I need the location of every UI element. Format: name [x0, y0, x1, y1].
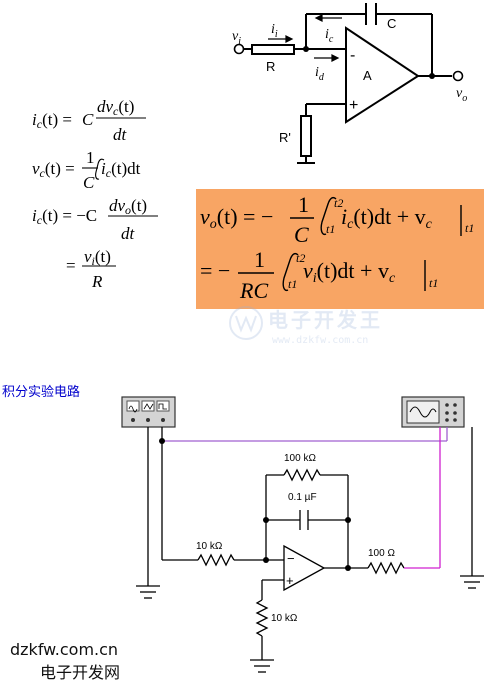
- opamp-plus: +: [349, 97, 358, 114]
- box-row1-upper: t2: [334, 196, 343, 210]
- watermark: 电子开发王 www.dzkfw.com.cn: [229, 306, 383, 346]
- left-equations: ic(t) = C dvc(t) dt vc(t) = 1 C ic(t)dt …: [32, 97, 158, 291]
- feedback-resistor-label: 100 kΩ: [284, 453, 316, 464]
- input-resistor: [197, 553, 235, 567]
- box-row1-lhs: vo(t) = −: [200, 204, 273, 232]
- watermark-url: www.dzkfw.com.cn: [272, 335, 368, 346]
- feedback-capacitor-label: 0.1 µF: [288, 492, 317, 503]
- eq2-num: 1: [86, 148, 95, 167]
- svg-text:vi: vi: [232, 29, 241, 47]
- eq4-num: vi(t): [84, 247, 111, 268]
- box-row2-lower: t1: [288, 277, 297, 291]
- svg-text:ic: ic: [325, 27, 334, 45]
- feedback-resistor: [283, 468, 321, 482]
- box-row1-body: ic(t)dt + vc: [341, 204, 433, 232]
- footer-cn: 电子开发网: [40, 663, 121, 682]
- eq1-num: dvc(t): [97, 97, 134, 118]
- opamp-a-label: A: [363, 68, 372, 83]
- output-resistor: [367, 561, 405, 575]
- eq1-coef: C: [82, 110, 94, 129]
- box-row2-body: vi(t)dt + vc: [303, 258, 396, 286]
- ground-resistor-label: 10 kΩ: [271, 613, 298, 624]
- rprime-label: R': [279, 130, 291, 145]
- experiment-opamp-plus: +: [286, 573, 294, 588]
- eq4-eq: =: [66, 256, 76, 275]
- eq3-lhs: ic(t) = −C: [32, 206, 97, 227]
- output-resistor-label: 100 Ω: [368, 548, 395, 559]
- input-resistor-label: 10 kΩ: [196, 541, 223, 552]
- box-row2-eq: = −: [200, 258, 230, 283]
- oscilloscope: [401, 396, 465, 428]
- watermark-cn: 电子开发王: [268, 308, 383, 332]
- vi-label: v: [232, 29, 239, 44]
- box-row2-eval: t1: [429, 276, 438, 290]
- experiment-opamp: [283, 544, 326, 592]
- function-generator: [121, 396, 176, 428]
- box-row1-den: C: [294, 222, 309, 247]
- box-row2-upper: t2: [296, 251, 305, 265]
- svg-text:id: id: [315, 65, 325, 83]
- integrator-schematic: vi ii ic id vo R C A - + R': [232, 3, 467, 164]
- r-label: R: [266, 59, 275, 74]
- eq2-integrand: ic(t)dt: [101, 159, 141, 180]
- id-label: i: [315, 65, 319, 80]
- box-equations: vo(t) = − 1 C ic(t)dt + vc = − 1 RC vi(t…: [200, 192, 474, 303]
- box-row1-lower: t1: [326, 222, 335, 236]
- ground-resistor: [255, 599, 269, 637]
- svg-text:vo: vo: [456, 86, 467, 104]
- eq4-den: R: [91, 272, 103, 291]
- box-row2-num: 1: [254, 247, 265, 272]
- box-row1-eval: t1: [465, 221, 474, 235]
- integral-equation-box: [196, 189, 484, 309]
- box-row2-den: RC: [239, 278, 268, 303]
- experiment-title: 积分实验电路: [2, 385, 81, 400]
- ii-label: i: [271, 22, 275, 37]
- eq1-lhs: ic(t) =: [32, 110, 72, 131]
- opamp-minus: -: [350, 47, 355, 64]
- ic-label: i: [325, 27, 329, 42]
- eq3-den: dt: [121, 224, 136, 243]
- eq2-lhs: vc(t) =: [32, 159, 75, 180]
- eq2-den: C: [83, 173, 95, 192]
- watermark-logo: [229, 306, 263, 340]
- vo-label: v: [456, 86, 463, 101]
- eq3-num: dvo(t): [109, 196, 147, 217]
- footer-url: dzkfw.com.cn: [10, 640, 119, 659]
- svg-text:ii: ii: [271, 22, 278, 40]
- box-row1-num: 1: [298, 192, 309, 217]
- opamp-triangle: [345, 26, 420, 124]
- c-label: C: [387, 16, 396, 31]
- eq1-den: dt: [113, 125, 128, 144]
- experiment-opamp-minus: −: [287, 551, 295, 566]
